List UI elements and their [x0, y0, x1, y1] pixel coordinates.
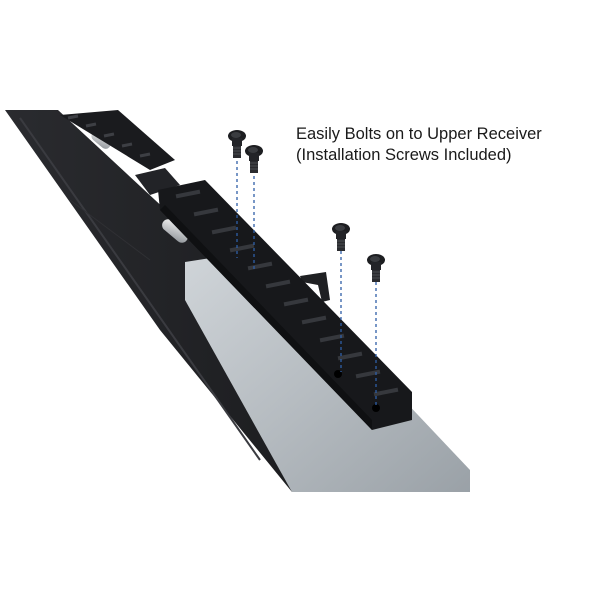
- product-caption: Easily Bolts on to Upper Receiver (Insta…: [296, 124, 586, 166]
- alignment-guides: [236, 155, 377, 405]
- caption-line-2: (Installation Screws Included): [296, 146, 512, 164]
- picatinny-rail: [158, 180, 412, 430]
- caption-line-1: Easily Bolts on to Upper Receiver: [296, 125, 542, 143]
